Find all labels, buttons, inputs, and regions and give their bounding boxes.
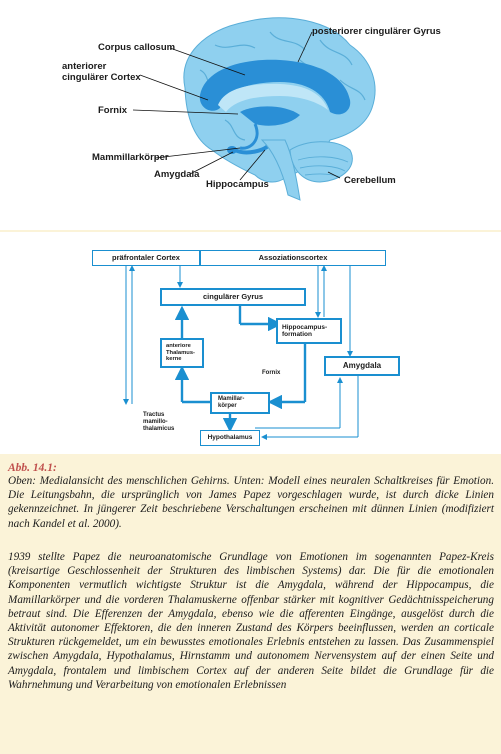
- cingulate-gyrus-shape: [199, 59, 351, 115]
- caption-heading: Abb. 14.1:: [8, 462, 57, 474]
- cerebellum-shape: [289, 141, 353, 183]
- label-fornix: Fornix: [98, 105, 128, 116]
- cerebrum-shape: [183, 17, 376, 183]
- label-tractus: Tractus mamillo- thalamicus: [143, 412, 175, 433]
- box-association-cortex: Assoziationscortex: [200, 250, 386, 266]
- label-anterior-cingulate: anteriorer cingulärer Cortex: [62, 61, 141, 83]
- box-mammillary: Mamillar- körper: [210, 392, 270, 414]
- caption-text: Oben: Medialansicht des menschlichen Geh…: [8, 475, 494, 530]
- box-hippocampal-formation: Hippocampus- formation: [276, 318, 342, 344]
- label-fornix-circuit: Fornix: [262, 370, 281, 376]
- box-cingulate-gyrus: cingulärer Gyrus: [160, 288, 306, 306]
- label-posterior-cingulate: posteriorer cingulärer Gyrus: [312, 26, 441, 37]
- label-mammillary: Mammillarkörper: [92, 152, 169, 163]
- label-corpus-callosum: Corpus callosum: [98, 42, 176, 53]
- brain-figure: Corpus callosum anteriorer cingulärer Co…: [0, 0, 501, 230]
- box-prefrontal-cortex: präfrontaler Cortex: [92, 250, 200, 266]
- circuit-connections: [123, 265, 359, 440]
- box-anterior-thalamic: anteriore Thalamus- kerne: [160, 338, 204, 368]
- label-hippocampus: Hippocampus: [206, 179, 269, 190]
- body-paragraph: 1939 stellte Papez die neuroanatomische …: [8, 551, 494, 691]
- box-hypothalamus: Hypothalamus: [200, 430, 260, 446]
- label-cerebellum: Cerebellum: [344, 175, 396, 186]
- label-amygdala: Amygdala: [154, 169, 200, 180]
- corpus-callosum-shape: [218, 83, 328, 112]
- figure-caption: Abb. 14.1: Oben: Medialansicht des mensc…: [8, 462, 494, 531]
- circuit-diagram: präfrontaler Cortex Assoziationscortex c…: [0, 232, 501, 454]
- box-amygdala: Amygdala: [324, 356, 400, 376]
- brain-illustration: [132, 17, 376, 201]
